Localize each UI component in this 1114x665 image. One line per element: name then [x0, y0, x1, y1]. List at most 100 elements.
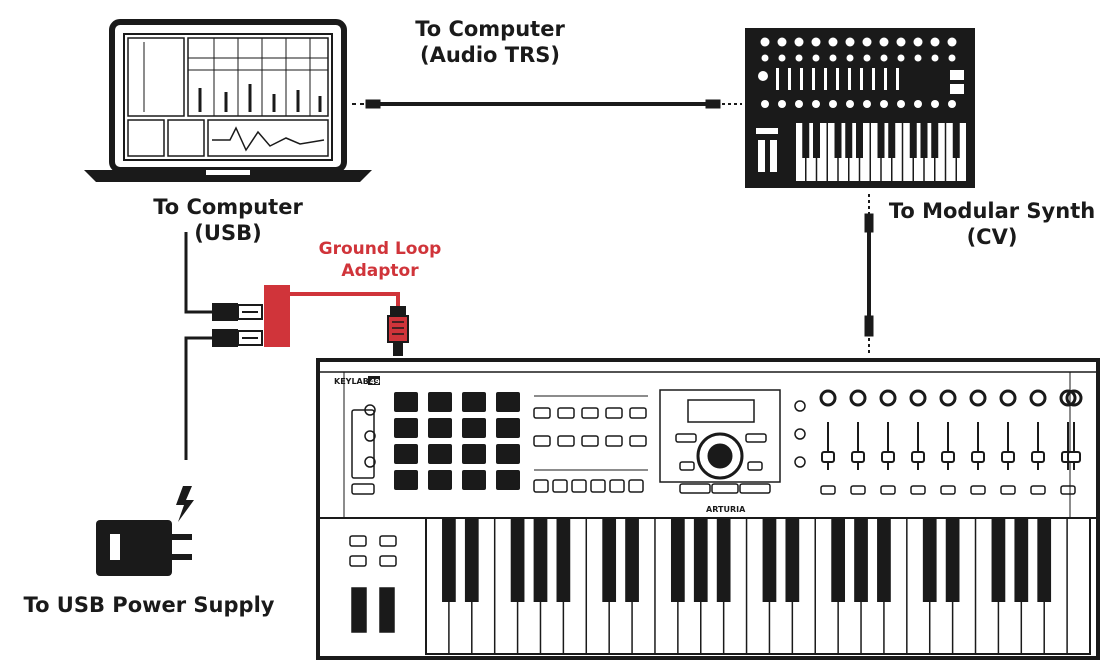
transport-button — [571, 479, 587, 493]
laptop-screen-content — [127, 37, 329, 157]
synth-knob — [931, 54, 939, 62]
control-button — [581, 407, 599, 419]
label-ground-loop-line2: Adaptor — [341, 261, 419, 281]
synth-knob — [778, 54, 786, 62]
synth-button — [897, 100, 905, 108]
master-fader-cap — [1067, 451, 1081, 463]
black-key — [762, 518, 777, 602]
synth-fader — [836, 68, 839, 90]
drum-pads — [394, 392, 520, 490]
black-key — [625, 518, 639, 602]
transport-button — [533, 479, 549, 493]
control-button — [557, 407, 575, 419]
synth-knob — [930, 37, 940, 47]
synth-mini-keyboard — [794, 121, 968, 183]
synth-knob — [862, 37, 872, 47]
black-key — [716, 518, 731, 602]
label-ground-loop-line1: Ground Loop — [318, 239, 442, 259]
label-audio-trs: To Computer (Audio TRS) — [380, 16, 600, 68]
keyboard-model-logo: KEYLAB — [334, 377, 369, 386]
encoder-knob — [819, 389, 837, 407]
keyboard-model-badge: 49 — [370, 378, 380, 386]
encoder-knob — [999, 389, 1017, 407]
synth-button — [950, 70, 964, 80]
synth-fader — [776, 68, 779, 90]
transport-button — [552, 479, 568, 493]
synth-knob — [948, 54, 956, 62]
fader-button — [970, 485, 986, 495]
synth-black-key — [813, 122, 820, 158]
synth-button — [948, 100, 956, 108]
fader-cap — [941, 451, 955, 463]
ground-loop-adaptor — [264, 285, 409, 356]
display-section — [659, 389, 781, 494]
fader-cap — [971, 451, 985, 463]
synth-knob — [760, 37, 770, 47]
synth-button — [829, 100, 837, 108]
black-key — [602, 518, 617, 602]
black-key — [785, 518, 800, 602]
synth-fader — [896, 68, 899, 90]
synth-knob — [812, 54, 820, 62]
label-modular-synth-line2: (CV) — [966, 225, 1018, 249]
transport-button — [590, 479, 606, 493]
black-key — [922, 518, 937, 602]
black-key — [854, 518, 868, 602]
synth-fader — [872, 68, 875, 90]
synth-fader — [884, 68, 887, 90]
left-controls — [349, 404, 397, 633]
synth-button — [795, 100, 803, 108]
label-ground-loop: Ground Loop Adaptor — [300, 238, 460, 282]
synth-knob — [947, 37, 957, 47]
label-power-supply: To USB Power Supply — [4, 592, 294, 618]
synth-black-key — [909, 122, 917, 158]
black-key — [1014, 518, 1029, 602]
side-button — [794, 400, 806, 412]
synth-black-key — [920, 122, 928, 158]
control-button — [557, 435, 575, 447]
drum-pad — [394, 418, 418, 438]
synth-button — [846, 100, 854, 108]
fader-cap — [1031, 451, 1045, 463]
control-button — [581, 435, 599, 447]
synth-knob — [879, 37, 889, 47]
synth-knob — [896, 37, 906, 47]
fader-button — [910, 485, 926, 495]
synth-knob — [845, 37, 855, 47]
fader-cap — [911, 451, 925, 463]
drum-pad — [462, 444, 486, 464]
fader-cap — [821, 451, 835, 463]
drum-pad — [462, 470, 486, 490]
piano-keys — [425, 517, 1091, 655]
synth-fader — [812, 68, 815, 90]
drum-pad — [496, 444, 520, 464]
synth-button — [778, 100, 786, 108]
knobs-faders — [794, 389, 1083, 495]
encoder-knob — [969, 389, 987, 407]
black-key — [831, 518, 846, 602]
synth-knob — [794, 37, 804, 47]
usb-power-supply — [96, 520, 192, 576]
usb-cables — [184, 232, 263, 460]
black-key — [877, 518, 891, 602]
synth-knob — [758, 71, 768, 81]
laptop — [84, 19, 372, 182]
control-button — [629, 435, 647, 447]
synth-knob — [846, 54, 854, 62]
drum-pad — [496, 470, 520, 490]
drum-pad — [462, 392, 486, 412]
synth-knob — [811, 37, 821, 47]
synth-black-key — [856, 122, 863, 158]
fader-cap — [1001, 451, 1015, 463]
synth-buttons — [761, 70, 964, 108]
synth-black-key — [888, 122, 896, 158]
fader-button — [1060, 485, 1076, 495]
synth-knob — [914, 54, 922, 62]
black-key — [945, 518, 960, 602]
label-power-supply-line: To USB Power Supply — [23, 593, 275, 617]
black-key — [464, 518, 479, 602]
synth-knob — [828, 37, 838, 47]
encoder-knob — [909, 389, 927, 407]
side-button — [794, 456, 806, 468]
